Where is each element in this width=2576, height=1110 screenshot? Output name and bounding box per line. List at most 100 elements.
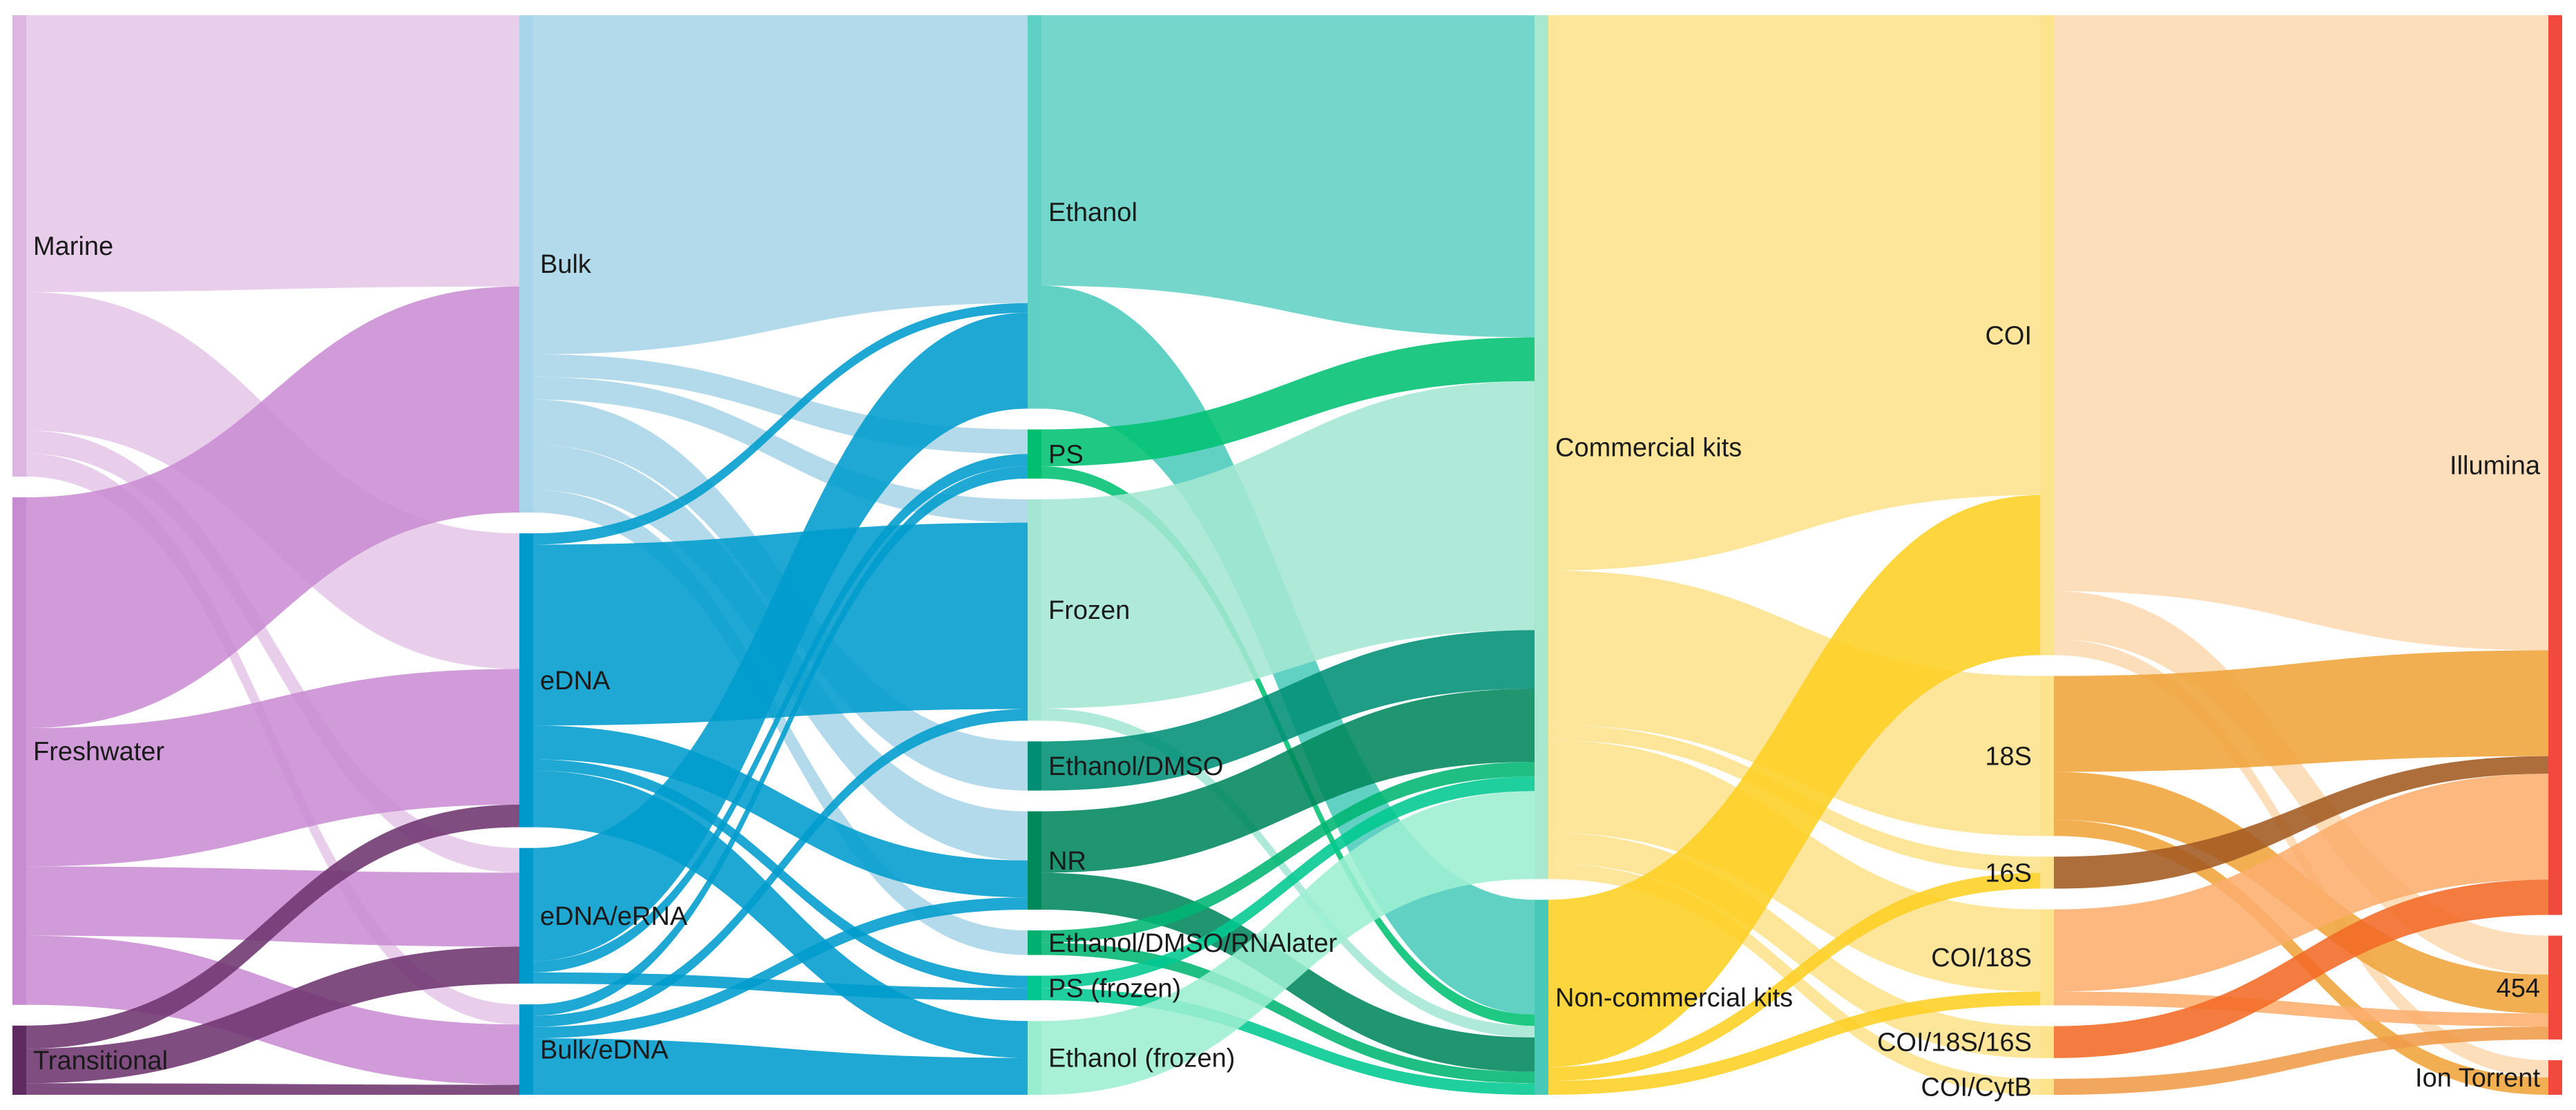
node-transitional[interactable]: [12, 1025, 26, 1095]
node-coi_cytb[interactable]: [2040, 1078, 2054, 1095]
node-label-18s: 18S: [1985, 742, 2032, 771]
node-coi[interactable]: [2040, 15, 2054, 656]
node-bulk[interactable]: [519, 15, 533, 513]
node-coi_18s_16s[interactable]: [2040, 1026, 2054, 1058]
link-noncommercial-to-coi: [1548, 495, 2040, 1067]
link-nr-to-commercial: [1041, 689, 1535, 873]
link-edna_erna-to-ethanol: [533, 312, 1028, 961]
link-bulk_edna-to-ps: [533, 466, 1028, 1016]
links-layer: [26, 15, 2548, 1095]
node-ps[interactable]: [1028, 429, 1041, 479]
node-label-transitional: Transitional: [33, 1046, 168, 1075]
node-label-ethanol_dmso_rnalater: Ethanol/DMSO/RNAlater: [1048, 929, 1337, 958]
node-label-coi: COI: [1985, 321, 2032, 350]
node-frozen[interactable]: [1028, 499, 1041, 721]
node-ethanol_dmso_rnalater[interactable]: [1028, 930, 1041, 955]
link-noncommercial-to-16s: [1548, 872, 2040, 1081]
link-bulk-to-ethanol_dmso_rnalater: [533, 490, 1028, 955]
link-commercial-to-coi_18s_16s: [1548, 832, 2040, 1058]
node-ion_torrent[interactable]: [2548, 1060, 2562, 1095]
link-marine-to-bulk: [26, 15, 519, 292]
link-ethanol-to-commercial: [1041, 15, 1535, 338]
link-bulk-to-ethanol: [533, 15, 1028, 354]
node-noncommercial[interactable]: [1535, 899, 1548, 1095]
node-18s[interactable]: [2040, 676, 2054, 836]
node-label-ps_frozen: PS (frozen): [1048, 974, 1181, 1003]
link-coi_18s-to-454: [2054, 991, 2548, 1027]
node-ethanol[interactable]: [1028, 15, 1041, 409]
link-commercial-to-coi: [1548, 15, 2040, 571]
link-commercial-to-coi_18s: [1548, 740, 2040, 992]
link-coi_18s_16s-to-illumina: [2054, 879, 2548, 1058]
node-bulk_edna[interactable]: [519, 1004, 533, 1095]
link-bulk_edna-to-nr: [533, 897, 1028, 1039]
node-label-ethanol_dmso: Ethanol/DMSO: [1048, 752, 1223, 781]
node-label-ps: PS: [1048, 440, 1084, 469]
node-label-commercial: Commercial kits: [1555, 433, 1742, 462]
link-freshwater-to-bulk: [26, 286, 519, 728]
node-label-454: 454: [2497, 974, 2540, 1003]
link-frozen-to-noncommercial: [1041, 708, 1535, 1037]
node-nr[interactable]: [1028, 811, 1041, 910]
node-label-16s: 16S: [1985, 859, 2032, 888]
node-label-bulk_edna: Bulk/eDNA: [540, 1036, 669, 1065]
node-label-marine: Marine: [33, 232, 113, 261]
node-freshwater[interactable]: [12, 497, 26, 1005]
link-18s-to-illumina: [2054, 650, 2548, 772]
link-ethanol_frozen-to-commercial: [1041, 791, 1535, 1095]
link-ethanol_dmso-to-commercial: [1041, 630, 1535, 791]
link-coi-to-illumina: [2054, 15, 2548, 651]
node-edna_erna[interactable]: [519, 848, 533, 984]
link-transitional-to-edna: [26, 804, 519, 1049]
link-edna-to-nr: [533, 725, 1028, 898]
node-edna[interactable]: [519, 533, 533, 827]
link-ps-to-commercial: [1041, 337, 1535, 467]
node-label-edna_erna: eDNA/eRNA: [540, 902, 688, 931]
link-transitional-to-bulk_edna: [26, 1083, 519, 1095]
link-ps_frozen-to-noncommercial: [1041, 988, 1535, 1095]
link-ps_frozen-to-commercial: [1041, 776, 1535, 988]
node-ethanol_frozen[interactable]: [1028, 1021, 1041, 1095]
link-bulk_edna-to-frozen: [533, 709, 1028, 1027]
nodes-layer: [12, 15, 2562, 1095]
link-noncommercial-to-coi_18s: [1548, 991, 2040, 1095]
link-edna-to-ethanol: [533, 303, 1028, 545]
link-edna_erna-to-ps_frozen: [533, 972, 1028, 1001]
link-marine-to-edna_erna: [26, 430, 519, 873]
link-transitional-to-edna_erna: [26, 946, 519, 1084]
node-label-edna: eDNA: [540, 667, 611, 696]
node-label-ethanol_frozen: Ethanol (frozen): [1048, 1044, 1235, 1073]
link-coi-to-454: [2054, 591, 2548, 975]
node-454[interactable]: [2548, 935, 2562, 1040]
node-label-illumina: Illumina: [2450, 451, 2541, 480]
node-commercial[interactable]: [1535, 15, 1548, 879]
node-label-ethanol: Ethanol: [1048, 198, 1137, 227]
node-marine[interactable]: [12, 15, 26, 477]
node-label-nr: NR: [1048, 847, 1086, 876]
node-label-coi_cytb: COI/CytB: [1921, 1073, 2032, 1102]
link-edna_erna-to-ps: [533, 454, 1028, 973]
node-ethanol_dmso[interactable]: [1028, 741, 1041, 791]
link-ethanol_dmso_rnalater-to-commercial: [1041, 762, 1535, 943]
link-ps-to-noncommercial: [1041, 466, 1535, 1026]
node-illumina[interactable]: [2548, 15, 2562, 915]
node-label-bulk: Bulk: [540, 250, 592, 279]
node-coi_18s[interactable]: [2040, 909, 2054, 1006]
link-bulk_edna-to-ethanol_frozen: [533, 1038, 1028, 1095]
link-freshwater-to-edna: [26, 669, 519, 867]
node-label-ion_torrent: Ion Torrent: [2415, 1064, 2540, 1093]
link-coi_cytb-to-454: [2054, 1026, 2548, 1095]
link-frozen-to-commercial: [1041, 381, 1535, 709]
link-coi_18s-to-illumina: [2054, 774, 2548, 992]
node-label-coi_18s_16s: COI/18S/16S: [1877, 1028, 2032, 1058]
link-16s-to-illumina: [2054, 756, 2548, 889]
link-freshwater-to-edna_erna: [26, 866, 519, 947]
node-16s[interactable]: [2040, 857, 2054, 889]
link-bulk-to-frozen: [533, 376, 1028, 523]
node-label-freshwater: Freshwater: [33, 737, 164, 766]
node-label-frozen: Frozen: [1048, 596, 1130, 625]
link-ethanol_dmso_rnalater-to-noncommercial: [1041, 942, 1535, 1084]
node-ps_frozen[interactable]: [1028, 975, 1041, 1001]
